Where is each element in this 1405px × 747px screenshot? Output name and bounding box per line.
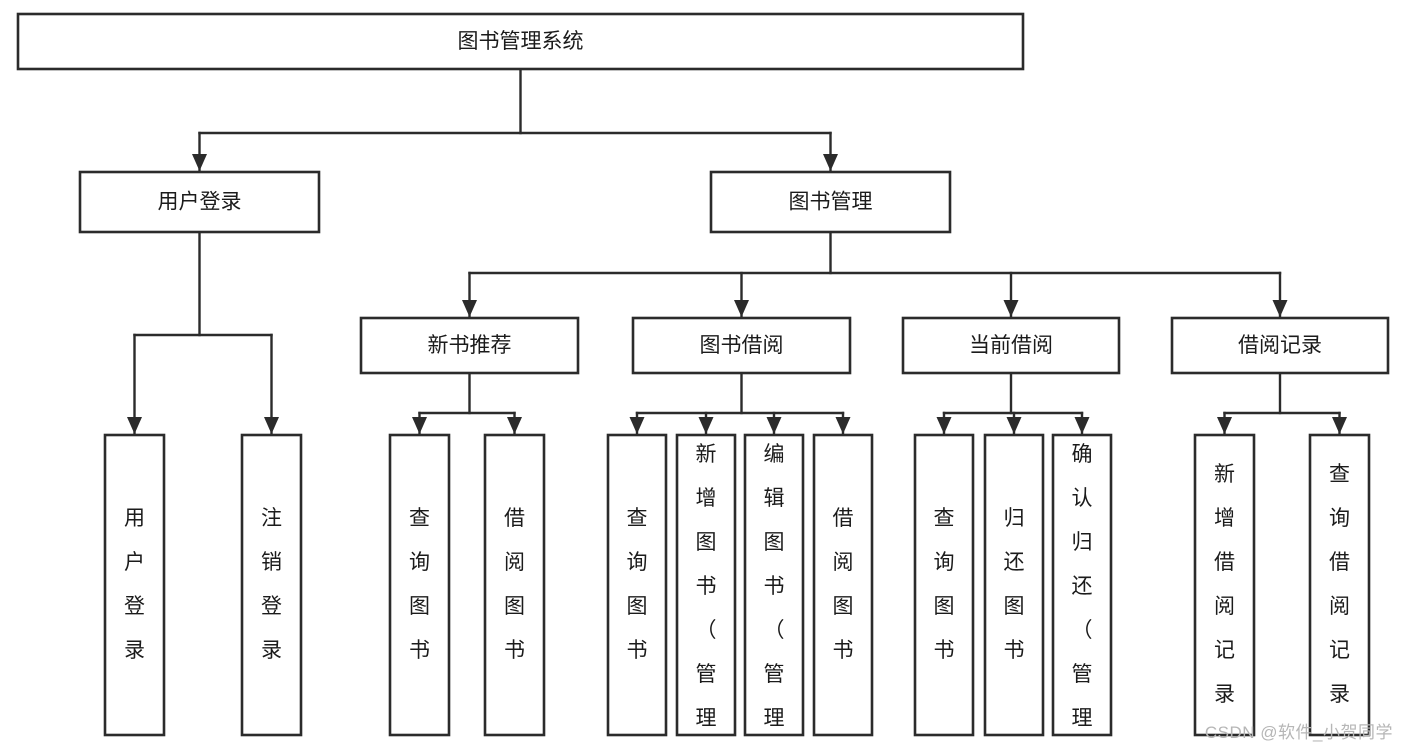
node-leaf-add-record[interactable]: 新增借阅记录 [1193, 433, 1256, 737]
node-label: 注销登录 [261, 507, 282, 662]
node-label: 借阅图书 [504, 507, 525, 662]
arrow-head-icon [127, 417, 142, 434]
node-label: 查询图书 [934, 507, 955, 662]
node-label: 新增借阅记录 [1214, 463, 1235, 706]
arrow-head-icon [1074, 417, 1090, 434]
arrow-head-icon [823, 154, 838, 171]
node-leaf-edit-book-admin[interactable]: 编辑图书（管理员） [743, 433, 805, 747]
arrow-head-icon [936, 417, 952, 434]
arrow-head-icon [462, 300, 477, 317]
connectors-layer [127, 67, 1347, 436]
node-label: 归还图书 [1004, 507, 1025, 662]
node-current-borrow[interactable]: 当前借阅 [901, 316, 1121, 375]
node-label: 借阅记录 [1238, 334, 1322, 357]
arrow-head-icon [1332, 417, 1347, 434]
node-leaf-borrow-book-1[interactable]: 借阅图书 [483, 433, 546, 737]
arrow-head-icon [192, 154, 207, 171]
arrow-head-icon [412, 417, 427, 434]
arrow-head-icon [1272, 300, 1288, 317]
node-label: 新书推荐 [428, 334, 512, 357]
node-label: 图书管理 [789, 191, 873, 214]
node-borrow-record[interactable]: 借阅记录 [1170, 316, 1390, 375]
watermark-text: CSDN @软件_小贺同学 [1204, 723, 1393, 742]
node-label: 用户登录 [158, 191, 242, 214]
node-label: 图书管理系统 [458, 30, 584, 53]
node-label: 新增图书（管理员） [696, 443, 717, 747]
node-new-book-recommend[interactable]: 新书推荐 [359, 316, 580, 375]
node-user-login[interactable]: 用户登录 [78, 170, 321, 234]
arrow-head-icon [1006, 417, 1022, 434]
node-leaf-query-record[interactable]: 查询借阅记录 [1308, 433, 1371, 737]
nodes-layer: 图书管理系统用户登录图书管理新书推荐图书借阅当前借阅借阅记录用户登录注销登录查询… [16, 12, 1390, 747]
arrow-head-icon [698, 417, 714, 434]
node-label: 图书借阅 [700, 334, 784, 357]
node-book-borrow[interactable]: 图书借阅 [631, 316, 852, 375]
node-label: 查询图书 [627, 507, 648, 662]
node-label: 确认归还（管理员） [1072, 443, 1093, 747]
arrow-head-icon [507, 417, 522, 434]
node-label: 编辑图书（管理员） [764, 443, 785, 747]
node-leaf-user-login[interactable]: 用户登录 [103, 433, 166, 737]
node-label: 当前借阅 [969, 334, 1053, 357]
arrow-head-icon [264, 417, 279, 434]
arrow-head-icon [1217, 417, 1232, 434]
node-leaf-confirm-return-admin[interactable]: 确认归还（管理员） [1051, 433, 1113, 747]
arrow-head-icon [1003, 300, 1019, 317]
node-leaf-add-book-admin[interactable]: 新增图书（管理员） [675, 433, 737, 747]
node-leaf-borrow-book-2[interactable]: 借阅图书 [812, 433, 874, 737]
node-label: 查询图书 [409, 507, 430, 662]
node-leaf-query-book-3[interactable]: 查询图书 [913, 433, 975, 737]
node-leaf-logout[interactable]: 注销登录 [240, 433, 303, 737]
arrow-head-icon [629, 417, 645, 434]
node-book-manage[interactable]: 图书管理 [709, 170, 952, 234]
node-label: 用户登录 [124, 507, 145, 662]
node-label: 查询借阅记录 [1329, 463, 1350, 706]
node-leaf-query-book-1[interactable]: 查询图书 [388, 433, 451, 737]
node-leaf-return-book[interactable]: 归还图书 [983, 433, 1045, 737]
node-root-system[interactable]: 图书管理系统 [16, 12, 1025, 71]
node-leaf-query-book-2[interactable]: 查询图书 [606, 433, 668, 737]
arrow-head-icon [766, 417, 782, 434]
node-label: 借阅图书 [833, 507, 854, 662]
arrow-head-icon [835, 417, 851, 434]
arrow-head-icon [734, 300, 749, 317]
